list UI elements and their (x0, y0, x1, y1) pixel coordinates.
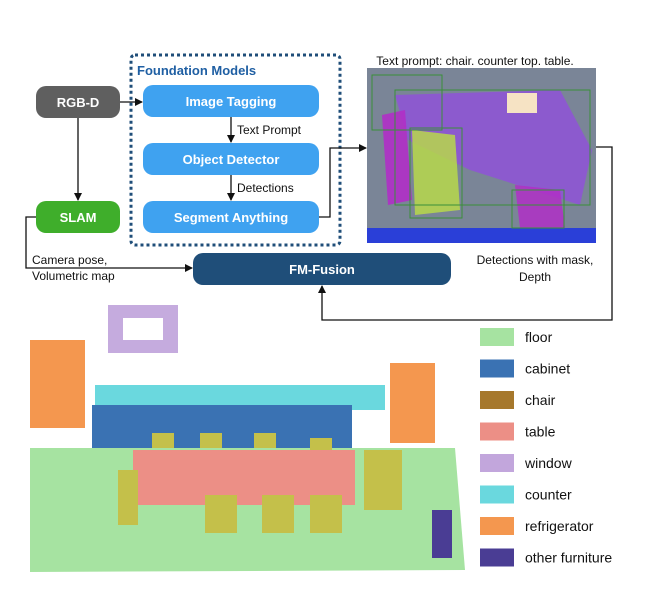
node-object-detector-box (143, 143, 319, 175)
counter-mask (507, 93, 537, 113)
map-chair-3 (262, 495, 294, 533)
node-rgbd-label: RGB-D (57, 95, 100, 110)
edge-segment-to-image (319, 144, 367, 218)
chair-mask-1 (382, 110, 412, 205)
room-photo-blue-floor (367, 228, 596, 243)
map-chair-back-4 (310, 438, 332, 450)
node-segment-anything-box (143, 201, 319, 233)
legend-label: table (525, 424, 556, 440)
edge-label-volumetric-map: Volumetric map (32, 269, 115, 283)
foundation-models-title: Foundation Models (137, 63, 256, 78)
node-fm-fusion-label: FM-Fusion (289, 262, 355, 277)
legend-label: refrigerator (525, 518, 594, 534)
node-rgbd: RGB-D (36, 86, 120, 118)
node-image-tagging-box (143, 85, 319, 117)
node-image-tagging: Image Tagging (143, 85, 319, 117)
edge-label-depth: Depth (519, 270, 551, 284)
legend-swatch (480, 391, 514, 409)
edge-label-text-prompt: Text Prompt (237, 123, 302, 137)
map-table (133, 450, 355, 505)
node-fm-fusion: FM-Fusion (193, 253, 451, 285)
legend-label: counter (525, 487, 572, 503)
map-other-furniture (432, 510, 452, 558)
node-slam: SLAM (36, 201, 120, 233)
node-slam-label: SLAM (60, 210, 97, 225)
legend-swatch (480, 422, 514, 441)
detection-example-image (367, 68, 596, 243)
node-object-detector-label: Object Detector (183, 152, 280, 167)
legend-swatch (480, 328, 514, 346)
detection-box-4 (511, 189, 565, 229)
legend-swatch (480, 359, 514, 378)
node-object-detector: Object Detector (143, 143, 319, 175)
legend-swatch (480, 485, 514, 504)
legend: floor cabinet chair table window counter refri… (480, 328, 612, 567)
legend-swatch (480, 548, 514, 567)
map-chair-5 (364, 450, 402, 510)
map-chair-back-1 (152, 433, 174, 448)
detection-box-3 (409, 127, 463, 219)
node-fm-fusion-box (193, 253, 451, 285)
semantic-map-3d (30, 305, 465, 572)
node-image-tagging-label: Image Tagging (186, 94, 277, 109)
map-chair-2 (205, 495, 237, 533)
edge-slam-to-fusion (25, 216, 193, 272)
legend-label: other furniture (525, 550, 612, 566)
node-slam-box (36, 201, 120, 233)
map-chair-4 (310, 495, 342, 533)
chair-mask-2 (412, 130, 460, 215)
legend-swatch (480, 517, 514, 535)
chair-mask-3 (515, 185, 565, 228)
node-segment-anything-label: Segment Anything (174, 210, 288, 225)
legend-label: chair (525, 392, 556, 408)
map-refrigerator-right (390, 363, 435, 443)
legend-label: floor (525, 329, 553, 345)
edge-label-detections: Detections (237, 181, 294, 195)
map-window-top-hole (123, 318, 163, 340)
legend-label: cabinet (525, 361, 570, 377)
map-counter (95, 385, 385, 410)
image-caption: Text prompt: chair. counter top. table. (376, 54, 573, 68)
legend-label: window (524, 455, 573, 471)
map-chair-back-2 (200, 433, 222, 448)
node-rgbd-box (36, 86, 120, 118)
legend-swatch (480, 454, 514, 472)
edge-label-detections-mask: Detections with mask, (477, 253, 594, 267)
edge-image-to-fusion (318, 146, 613, 321)
edge-label-camera-pose: Camera pose, (32, 253, 107, 267)
detection-box-1 (371, 74, 443, 131)
table-mask (395, 90, 592, 205)
node-segment-anything: Segment Anything (143, 201, 319, 233)
map-chair-1 (118, 470, 138, 525)
detection-box-2 (394, 89, 591, 206)
map-chair-back-3 (254, 433, 276, 448)
map-refrigerator-left (30, 340, 85, 428)
